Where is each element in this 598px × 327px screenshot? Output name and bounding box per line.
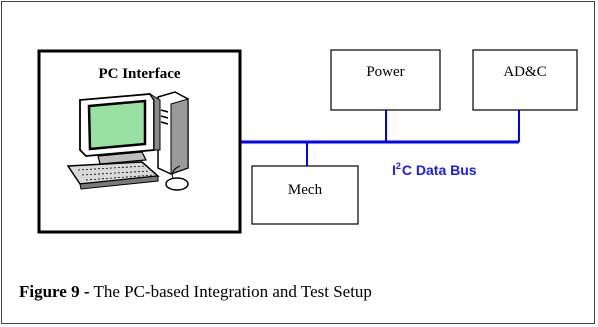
power-box — [330, 49, 441, 111]
mech-label: Mech — [287, 182, 323, 198]
mech-box — [251, 165, 359, 225]
desktop-computer-icon — [66, 91, 189, 191]
adc-label: AD&C — [503, 64, 547, 80]
bus-label-superscript: 2 — [395, 161, 401, 171]
caption-figure-number: Figure 9 - — [19, 282, 90, 301]
caption-text: The PC-based Integration and Test Setup — [89, 282, 372, 301]
bus-lines — [240, 110, 520, 166]
bus-label: I2C Data Bus — [392, 161, 477, 178]
adc-box — [472, 49, 578, 111]
bus-label-prefix: I — [392, 162, 396, 178]
pc-interface-title: PC Interface — [98, 66, 181, 82]
figure-caption: Figure 9 - The PC-based Integration and … — [19, 282, 372, 302]
power-label: Power — [366, 64, 405, 80]
bus-label-suffix: C Data Bus — [401, 162, 477, 178]
